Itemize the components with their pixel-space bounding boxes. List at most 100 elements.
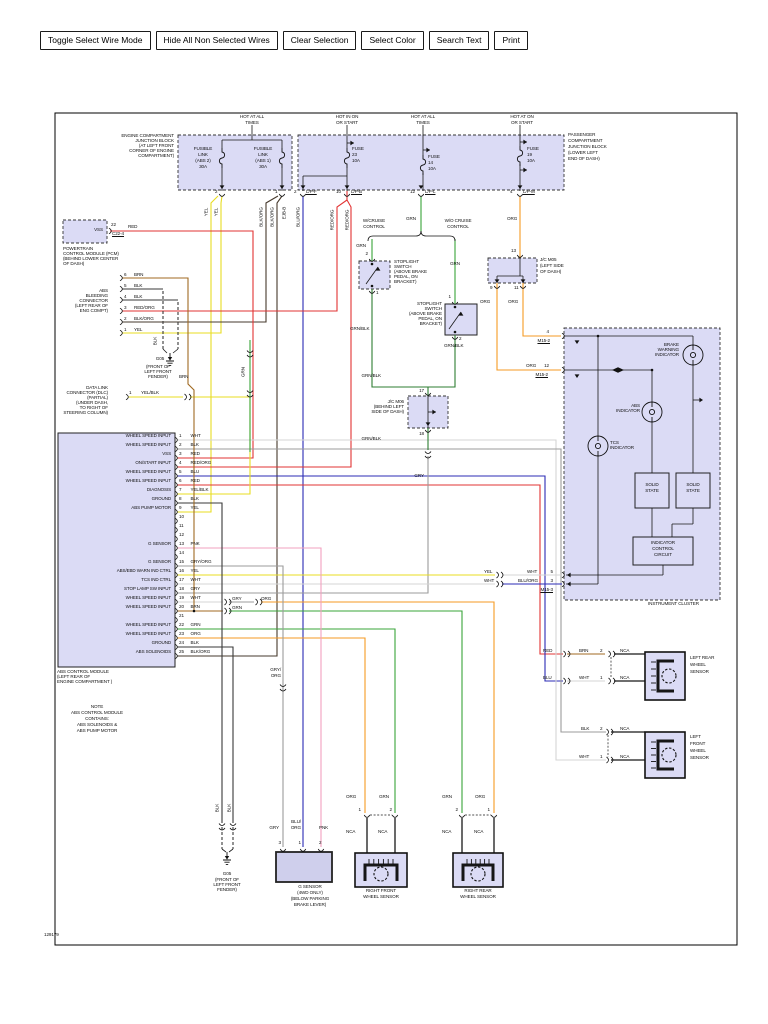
wire[interactable] <box>221 848 227 853</box>
pin-connector <box>278 193 286 197</box>
pin-connector <box>174 517 178 525</box>
pin-connector <box>368 258 376 262</box>
wire[interactable] <box>177 484 563 655</box>
pin-connector <box>174 472 178 480</box>
wire[interactable] <box>365 266 379 285</box>
wire[interactable] <box>229 610 463 813</box>
wire[interactable] <box>177 191 352 468</box>
left-rear-wheel-sensor-core <box>656 659 674 693</box>
pin-connector <box>299 848 307 852</box>
wire[interactable] <box>177 195 219 513</box>
pin-connector <box>174 643 178 651</box>
left-front-wheel-sensor-ring <box>661 747 677 763</box>
wire[interactable] <box>228 848 234 853</box>
wire[interactable] <box>177 565 284 847</box>
pin-connector <box>174 535 178 543</box>
engine-junction-block <box>177 134 293 191</box>
pin-connector <box>493 285 501 289</box>
diagram-frame <box>54 112 738 946</box>
pin-connector <box>561 332 565 340</box>
pin-connector <box>174 634 178 642</box>
junction-dot <box>453 305 457 309</box>
right-front-wheel-sensor-ring <box>373 866 389 882</box>
right-front-wheel-sensor-core <box>363 863 399 881</box>
arrow-icon <box>574 374 580 378</box>
wire[interactable] <box>177 502 223 823</box>
inline-connector <box>496 571 504 579</box>
wire[interactable] <box>122 195 279 323</box>
brace <box>367 230 456 242</box>
clear-selection-button[interactable]: Clear Selection <box>282 31 357 50</box>
select-color-button[interactable]: Select Color <box>361 31 424 50</box>
solid-state-1 <box>634 472 670 509</box>
pin-connector <box>174 508 178 516</box>
pin-connector <box>561 580 565 588</box>
wire[interactable] <box>122 199 348 312</box>
inline-connector <box>563 650 571 658</box>
wire[interactable] <box>177 637 366 813</box>
wire[interactable] <box>122 277 195 611</box>
wire[interactable] <box>177 646 234 823</box>
search-text-button[interactable]: Search Text <box>428 31 490 50</box>
junction-dot <box>453 330 457 334</box>
fuse-icon <box>516 146 524 166</box>
solid-state-2 <box>675 472 711 509</box>
inline-connector <box>246 390 254 398</box>
pin-connector <box>424 392 432 396</box>
pin-connector <box>108 227 112 235</box>
pin-connector <box>119 274 123 282</box>
arrow-icon <box>300 185 306 189</box>
arrow-icon <box>219 185 225 189</box>
pin-connector <box>561 571 565 579</box>
pin-connector <box>561 366 565 374</box>
wire[interactable] <box>448 311 462 330</box>
arrow-icon <box>432 409 436 415</box>
wire[interactable] <box>177 195 283 657</box>
wire[interactable] <box>177 628 396 813</box>
wire[interactable] <box>177 439 606 761</box>
hide-non-selected-wires-button[interactable]: Hide All Non Selected Wires <box>155 31 278 50</box>
wire[interactable] <box>177 456 429 594</box>
indicator-bulb-icon <box>594 442 602 450</box>
pin-connector <box>417 193 425 197</box>
arrow-icon <box>418 185 424 189</box>
left-rear-wheel-sensor-ring <box>661 668 677 684</box>
pin-connector <box>343 193 351 197</box>
arrow-icon <box>523 139 527 145</box>
wire[interactable] <box>172 348 179 354</box>
wire[interactable] <box>122 195 223 334</box>
inline-connector <box>606 728 614 736</box>
right-front-wheel-sensor <box>354 852 408 888</box>
arrow-icon <box>426 147 430 153</box>
wire[interactable] <box>177 475 563 682</box>
wire[interactable] <box>177 547 322 847</box>
pin-connector <box>424 429 432 433</box>
wire[interactable] <box>496 283 561 371</box>
arrow-icon <box>375 267 381 271</box>
pin-connector <box>516 193 524 197</box>
wire[interactable] <box>522 283 561 337</box>
wire[interactable] <box>110 230 254 459</box>
junction-dot <box>370 284 374 288</box>
wire[interactable] <box>177 448 606 733</box>
wire[interactable] <box>428 335 456 388</box>
pin-connector <box>279 848 287 852</box>
arrow-icon <box>699 397 703 403</box>
pin-connector <box>119 307 123 315</box>
abs-control-module <box>57 432 176 668</box>
ground-icon <box>167 357 173 361</box>
inline-connector <box>608 677 616 685</box>
toggle-select-wire-mode-button[interactable]: Toggle Select Wire Mode <box>40 31 151 50</box>
pin-connector <box>174 607 178 615</box>
wire[interactable] <box>162 348 168 354</box>
pin-connector <box>125 393 129 401</box>
wire[interactable] <box>177 396 251 495</box>
inline-connector <box>224 598 232 606</box>
wire[interactable] <box>261 601 495 813</box>
arrow-icon <box>458 312 464 316</box>
wire[interactable] <box>371 289 429 396</box>
print-button[interactable]: Print <box>494 31 528 50</box>
inline-connector <box>255 598 263 606</box>
